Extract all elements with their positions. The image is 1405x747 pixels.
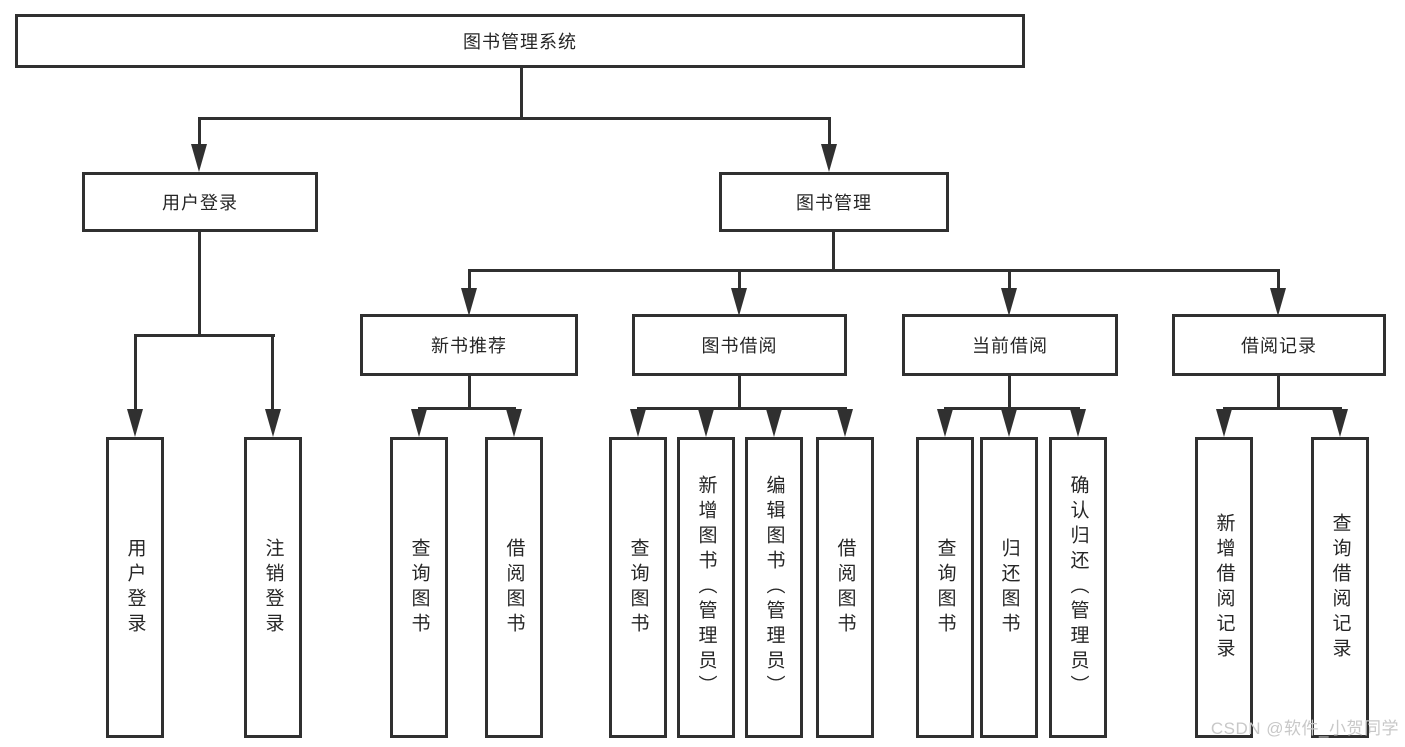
leaf-add-book-admin: 新增图书（管理员） bbox=[677, 437, 735, 738]
node-label: 当前借阅 bbox=[972, 336, 1048, 356]
connector-drop-leaf-user-login bbox=[134, 334, 137, 412]
arrowhead-down bbox=[1216, 409, 1232, 437]
connector-drop-current-borrowing bbox=[1008, 269, 1011, 290]
node-label: 用户登录 bbox=[124, 537, 146, 638]
node-label: 注销登录 bbox=[262, 537, 284, 638]
node-label: 新增图书（管理员） bbox=[695, 475, 717, 700]
node-label: 图书管理 bbox=[796, 193, 872, 213]
node-book-borrowing: 图书借阅 bbox=[632, 314, 847, 376]
connector-borrow-records-split bbox=[1223, 407, 1342, 410]
arrowhead-down bbox=[821, 144, 837, 172]
node-label: 确认归还（管理员） bbox=[1067, 475, 1089, 700]
arrowhead-down bbox=[506, 409, 522, 437]
connector-borrow-records-stem bbox=[1277, 376, 1280, 409]
arrowhead-down bbox=[1332, 409, 1348, 437]
leaf-logout: 注销登录 bbox=[244, 437, 302, 738]
connector-book-borrowing-split bbox=[637, 407, 847, 410]
connector-level3-split bbox=[468, 269, 1280, 272]
node-new-book-recommend: 新书推荐 bbox=[360, 314, 578, 376]
node-label: 新书推荐 bbox=[431, 336, 507, 356]
leaf-return-book: 归还图书 bbox=[980, 437, 1038, 738]
node-label: 归还图书 bbox=[998, 537, 1020, 638]
leaf-user-login: 用户登录 bbox=[106, 437, 164, 738]
node-label: 查询图书 bbox=[934, 537, 956, 638]
node-label: 借阅记录 bbox=[1241, 336, 1317, 356]
node-label: 查询图书 bbox=[408, 537, 430, 638]
node-borrow-records: 借阅记录 bbox=[1172, 314, 1386, 376]
node-label: 图书借阅 bbox=[701, 336, 778, 356]
leaf-query-books-current: 查询图书 bbox=[916, 437, 974, 738]
node-label: 查询图书 bbox=[627, 537, 649, 638]
connector-root-stem bbox=[520, 68, 523, 118]
leaf-query-books-borrowing: 查询图书 bbox=[609, 437, 667, 738]
node-label: 借阅图书 bbox=[834, 537, 856, 638]
connector-drop-leaf-logout bbox=[271, 334, 274, 412]
connector-drop-user-login bbox=[198, 117, 201, 146]
arrowhead-down bbox=[630, 409, 646, 437]
node-book-management: 图书管理 bbox=[719, 172, 949, 232]
leaf-borrow-books-borrowing: 借阅图书 bbox=[816, 437, 874, 738]
arrowhead-down bbox=[1270, 288, 1286, 316]
arrowhead-down bbox=[127, 409, 143, 437]
arrowhead-down bbox=[1001, 409, 1017, 437]
arrowhead-down bbox=[937, 409, 953, 437]
connector-user-login-stem bbox=[198, 232, 201, 335]
arrowhead-down bbox=[837, 409, 853, 437]
connector-book-management-stem bbox=[832, 232, 835, 270]
arrowhead-down bbox=[766, 409, 782, 437]
leaf-add-borrow-record: 新增借阅记录 bbox=[1195, 437, 1253, 738]
arrowhead-down bbox=[191, 144, 207, 172]
arrowhead-down bbox=[411, 409, 427, 437]
arrowhead-down bbox=[1070, 409, 1086, 437]
connector-user-login-split bbox=[134, 334, 275, 337]
node-current-borrowing: 当前借阅 bbox=[902, 314, 1118, 376]
connector-drop-new-book bbox=[468, 269, 471, 290]
node-label: 查询借阅记录 bbox=[1329, 512, 1351, 663]
leaf-query-books-recommend: 查询图书 bbox=[390, 437, 448, 738]
arrowhead-down bbox=[698, 409, 714, 437]
arrowhead-down bbox=[461, 288, 477, 316]
connector-drop-book-borrowing bbox=[738, 269, 741, 290]
csdn-watermark: CSDN @软件_小贺同学 bbox=[1210, 719, 1399, 738]
connector-new-book-split bbox=[418, 407, 516, 410]
leaf-borrow-books-recommend: 借阅图书 bbox=[485, 437, 543, 738]
connector-current-borrowing-split bbox=[944, 407, 1080, 410]
leaf-confirm-return-admin: 确认归还（管理员） bbox=[1049, 437, 1107, 738]
connector-new-book-stem bbox=[468, 376, 471, 409]
node-label: 借阅图书 bbox=[503, 537, 525, 638]
leaf-edit-book-admin: 编辑图书（管理员） bbox=[745, 437, 803, 738]
node-label: 新增借阅记录 bbox=[1213, 512, 1235, 663]
node-label: 图书管理系统 bbox=[463, 32, 577, 52]
node-label: 编辑图书（管理员） bbox=[763, 475, 785, 700]
arrowhead-down bbox=[731, 288, 747, 316]
connector-root-split bbox=[198, 117, 831, 120]
node-book-management-system: 图书管理系统 bbox=[15, 14, 1025, 68]
arrowhead-down bbox=[265, 409, 281, 437]
arrowhead-down bbox=[1001, 288, 1017, 316]
node-label: 用户登录 bbox=[162, 193, 238, 213]
leaf-query-borrow-record: 查询借阅记录 bbox=[1311, 437, 1369, 738]
connector-current-borrowing-stem bbox=[1008, 376, 1011, 409]
node-user-login: 用户登录 bbox=[82, 172, 318, 232]
connector-drop-borrow-records bbox=[1277, 269, 1280, 290]
connector-book-borrowing-stem bbox=[738, 376, 741, 409]
connector-drop-book-management bbox=[828, 117, 831, 146]
